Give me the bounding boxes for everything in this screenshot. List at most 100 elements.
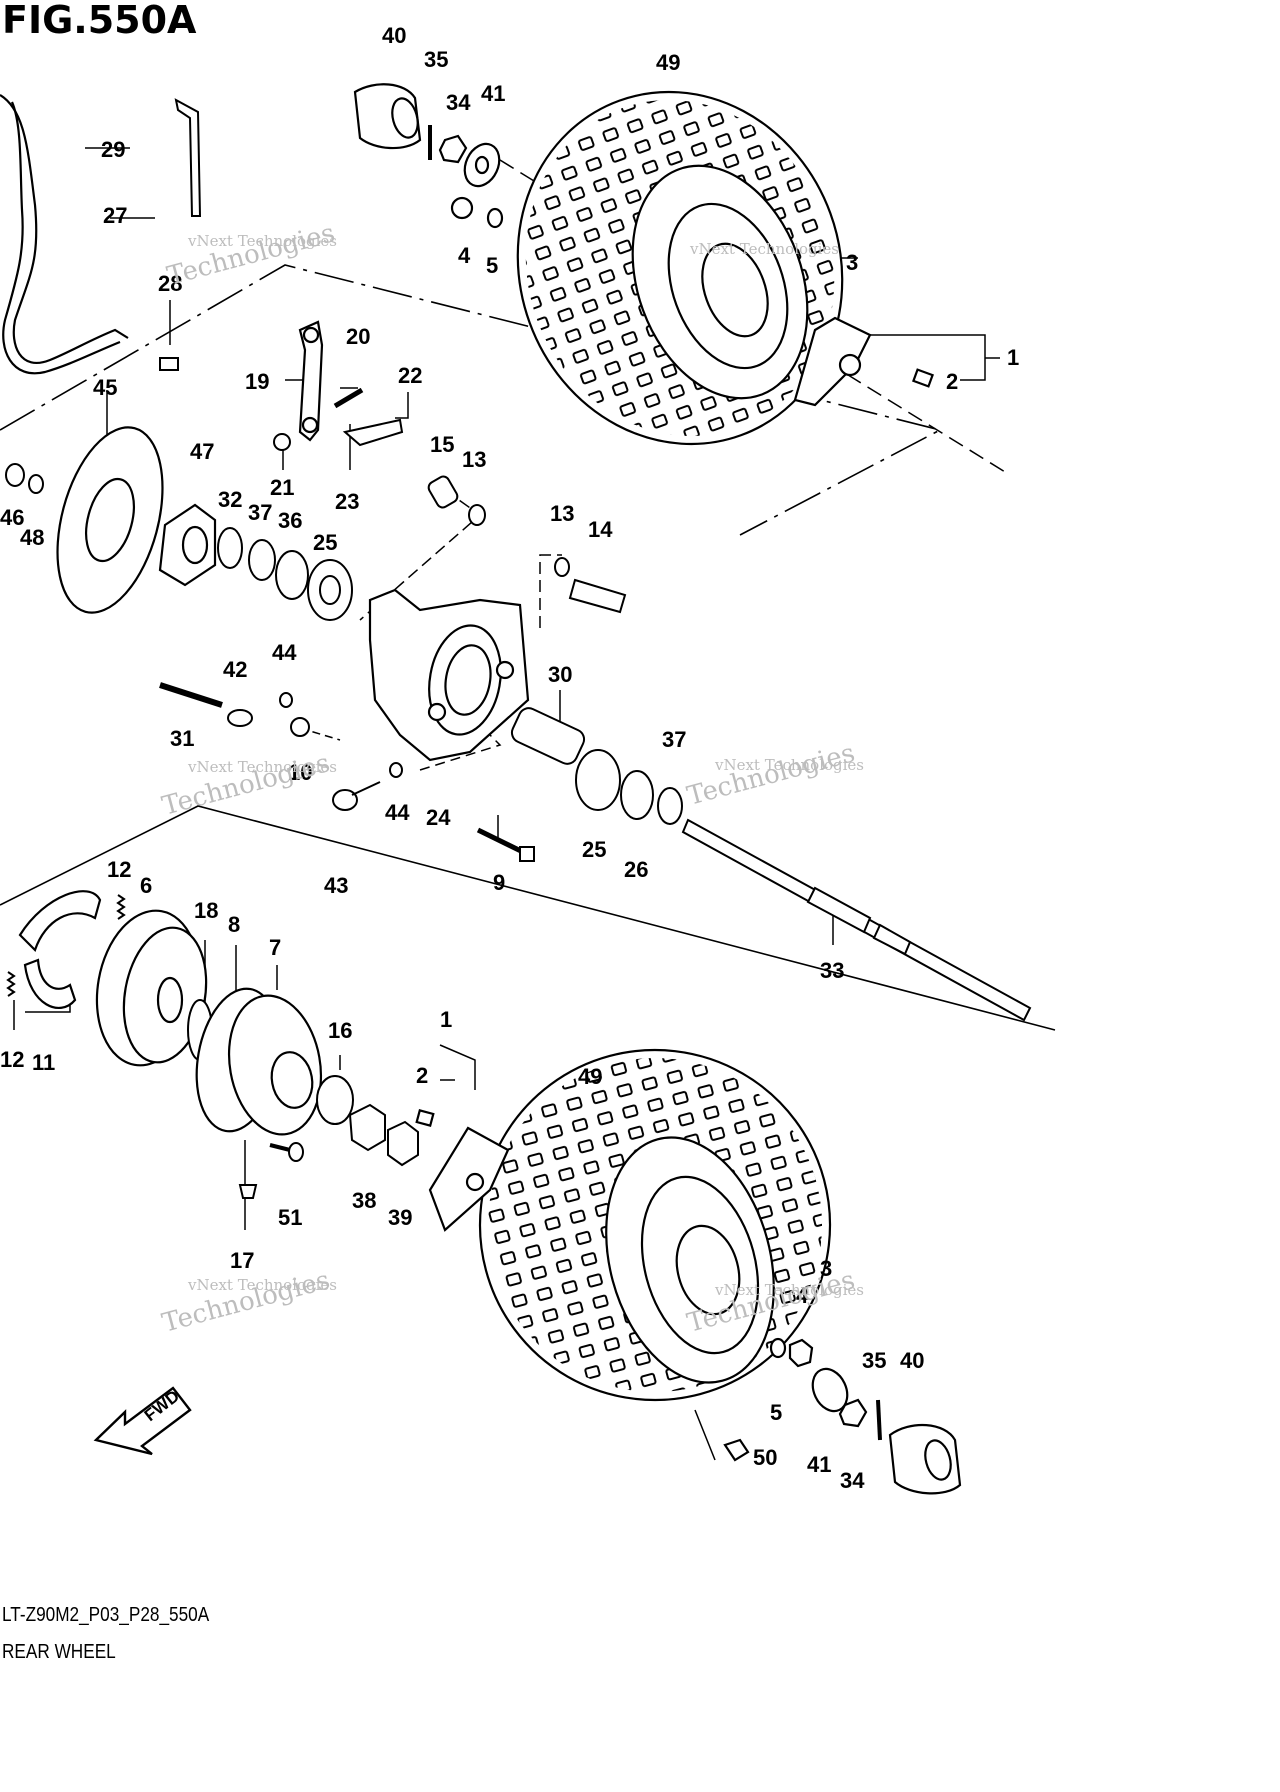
callout-24: 24 — [426, 805, 451, 830]
washer-42 — [227, 709, 253, 727]
callout-43: 43 — [324, 873, 348, 898]
upper-hubcap-40 — [353, 83, 422, 150]
bolt-31 — [159, 682, 223, 708]
callout-15: 15 — [430, 432, 454, 457]
spacer-15 — [427, 475, 459, 509]
hub-47 — [158, 503, 217, 587]
callout-34: 34 — [446, 90, 471, 115]
bolt-2b — [415, 1109, 435, 1127]
callout-6: 6 — [140, 873, 152, 898]
lug-nut-4 — [450, 196, 474, 220]
nut-21 — [273, 433, 291, 451]
callout-41b: 41 — [807, 1452, 831, 1477]
callout-32: 32 — [218, 487, 242, 512]
watermark-5: vNext Technologies — [187, 1276, 337, 1294]
rivet-17 — [238, 1184, 258, 1199]
washer-5 — [486, 207, 504, 229]
callout-13b: 13 — [550, 501, 574, 526]
o-ring-13b — [554, 557, 570, 577]
seal-26 — [620, 770, 654, 820]
callout-7: 7 — [269, 935, 281, 960]
callout-49b: 49 — [578, 1064, 602, 1089]
callout-8: 8 — [228, 912, 240, 937]
callout-5b: 5 — [770, 1400, 782, 1425]
bolt-20 — [333, 387, 364, 409]
callout-26: 26 — [624, 857, 648, 882]
callout-45: 45 — [93, 375, 117, 400]
watermark-4b: Technologies — [684, 738, 858, 812]
callout-1b: 1 — [440, 1007, 452, 1032]
callout-44b: 44 — [385, 800, 410, 825]
screw-51 — [269, 1142, 304, 1162]
callout-22: 22 — [398, 363, 422, 388]
watermark-1: vNext Technologies — [187, 232, 337, 250]
sensor-14 — [568, 578, 627, 614]
callout-labels: 40 35 34 41 49 29 27 4 5 3 28 1 2 19 20 … — [0, 23, 1019, 1493]
bolt-9 — [476, 827, 535, 862]
callout-18: 18 — [194, 898, 218, 923]
callout-19: 19 — [245, 369, 269, 394]
callout-39: 39 — [388, 1205, 412, 1230]
callout-10: 10 — [288, 760, 312, 785]
callout-4: 4 — [458, 243, 471, 268]
washer-16 — [316, 1075, 354, 1125]
callout-30: 30 — [548, 662, 572, 687]
callout-2b: 2 — [416, 1063, 428, 1088]
lug-nut-4b — [788, 1338, 814, 1368]
callout-27: 27 — [103, 203, 127, 228]
washer-10 — [290, 717, 310, 737]
watermark-3: vNext Technologies — [187, 758, 337, 776]
callout-48: 48 — [20, 525, 44, 550]
callout-29: 29 — [101, 137, 125, 162]
callout-23: 23 — [335, 489, 359, 514]
callout-13a: 13 — [462, 447, 486, 472]
spring-12b — [6, 971, 16, 997]
spacer-30 — [510, 707, 586, 765]
callout-31: 31 — [170, 726, 194, 751]
callout-49: 49 — [656, 50, 680, 75]
callout-34b: 34 — [840, 1468, 865, 1493]
nipple-28 — [159, 357, 179, 371]
figure-title: FIG.550A — [2, 0, 197, 42]
washer-48 — [28, 474, 44, 494]
cable-tie-29 — [174, 98, 202, 217]
castle-nut-34 — [438, 134, 468, 164]
callout-14: 14 — [588, 517, 613, 542]
callout-51: 51 — [278, 1205, 302, 1230]
seal-36 — [275, 550, 309, 600]
brake-shoe-11 — [18, 890, 102, 1010]
callout-3b: 3 — [820, 1256, 832, 1281]
nut-46 — [5, 463, 25, 487]
callout-41: 41 — [481, 81, 505, 106]
callout-12b: 12 — [0, 1047, 24, 1072]
callout-9: 9 — [493, 870, 505, 895]
callout-47: 47 — [190, 439, 214, 464]
rear-axle-33 — [681, 818, 1032, 1022]
washer-5b — [769, 1337, 787, 1359]
watermark-1b: Technologies — [164, 218, 338, 292]
callout-4b: 4 — [796, 1283, 809, 1308]
callout-44a: 44 — [272, 640, 297, 665]
spring-12a — [116, 894, 126, 920]
brake-drum-6 — [95, 909, 208, 1067]
cotter-pin-35b — [876, 1399, 882, 1441]
circlip-32 — [217, 527, 243, 569]
watermark-2: vNext Technologies — [689, 240, 839, 258]
callout-2: 2 — [946, 369, 958, 394]
callout-37b: 37 — [662, 727, 686, 752]
breather-hose — [0, 94, 129, 375]
callout-12a: 12 — [107, 857, 131, 882]
callout-3: 3 — [846, 250, 858, 275]
callout-5: 5 — [486, 253, 498, 278]
callout-20: 20 — [346, 324, 370, 349]
callout-37a: 37 — [248, 500, 272, 525]
valve-50 — [723, 1438, 750, 1462]
watermark-4: vNext Technologies — [714, 756, 864, 774]
spacer-37a — [248, 539, 276, 581]
callout-16: 16 — [328, 1018, 352, 1043]
callout-36: 36 — [278, 508, 302, 533]
callout-42: 42 — [223, 657, 247, 682]
bracket-22 — [342, 418, 404, 447]
watermark-6: vNext Technologies — [714, 1281, 864, 1299]
